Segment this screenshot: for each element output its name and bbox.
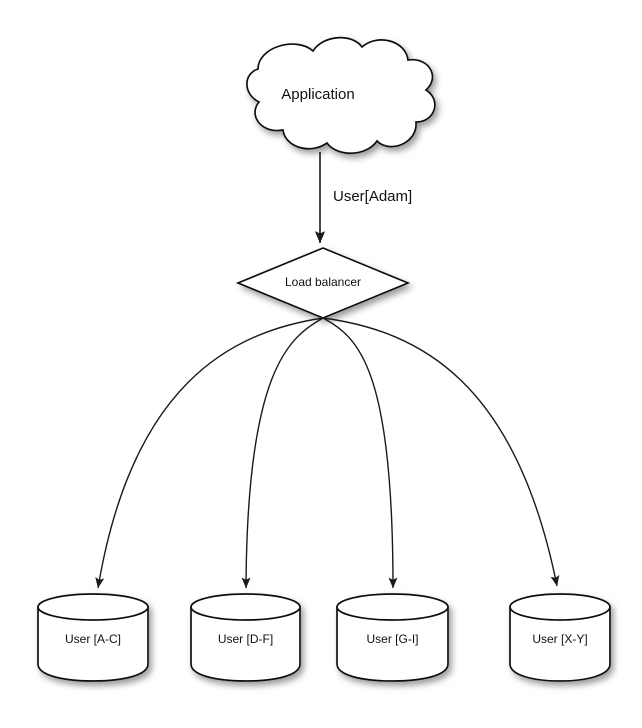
arrow-balancer-to-db-3	[322, 317, 398, 589]
edge-group-balancer-to-databases	[95, 317, 560, 589]
edge-application-to-balancer: User[Adam]	[314, 152, 412, 244]
node-database-2[interactable]: User [D-F]	[190, 593, 301, 682]
diamond-label: Load balancer	[285, 275, 361, 289]
database-label: User [A-C]	[65, 632, 121, 646]
node-database-3[interactable]: User [G-I]	[336, 593, 449, 682]
database-label: User [G-I]	[366, 632, 418, 646]
cloud-icon	[246, 36, 436, 155]
node-application[interactable]: Application	[246, 36, 436, 155]
cloud-label: Application	[281, 86, 354, 103]
database-cylinder-icon	[190, 593, 301, 682]
node-load-balancer[interactable]: Load balancer	[235, 247, 411, 319]
arrow-balancer-to-db-4	[322, 317, 560, 587]
database-cylinder-icon	[509, 593, 611, 682]
database-cylinder-icon	[37, 593, 149, 682]
database-label: User [D-F]	[218, 632, 273, 646]
arrow-balancer-to-db-2	[241, 317, 324, 589]
node-database-4[interactable]: User [X-Y]	[509, 593, 611, 682]
node-database-1[interactable]: User [A-C]	[37, 593, 149, 682]
database-cylinder-icon	[336, 593, 449, 682]
arrow-balancer-to-db-1	[95, 317, 324, 589]
database-label: User [X-Y]	[532, 632, 587, 646]
edge-label-user-adam: User[Adam]	[333, 188, 412, 205]
